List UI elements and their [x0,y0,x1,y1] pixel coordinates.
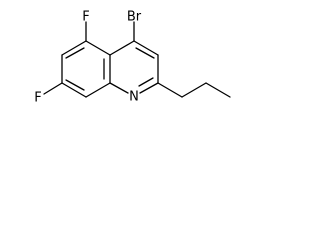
atom-label-fluorine-left: F [34,91,41,106]
bond-c5-c6-inner [65,47,85,59]
bond-c8-c8a [85,82,111,98]
bond-n1-c8a [109,82,129,94]
bond-c1prime-c2prime [181,82,207,98]
bond-c7-f [43,82,63,95]
propyl-chain [157,82,231,98]
bond-c2-c1prime [157,82,183,98]
bond-c2-n1-inner [138,77,154,87]
bond-c5-c6 [61,40,87,56]
quinoline-structure: Br F F N [34,10,231,106]
bond-c7-c8-inner [65,79,85,91]
bond-c2prime-c3prime [205,82,231,98]
atom-label-bromine: Br [127,10,142,25]
pyridine-ring [109,40,159,94]
atom-label-nitrogen: N [129,90,139,105]
bond-c4a-c5 [85,40,111,56]
bond-c4a-c4 [109,40,135,56]
bond-c7-c8 [61,82,87,98]
bond-c4-c3 [133,40,159,56]
bond-c4-c3-inner [135,47,155,59]
benzene-ring [61,40,111,98]
atom-label-fluorine-top: F [82,10,89,25]
bond-c2-n1 [139,82,159,94]
